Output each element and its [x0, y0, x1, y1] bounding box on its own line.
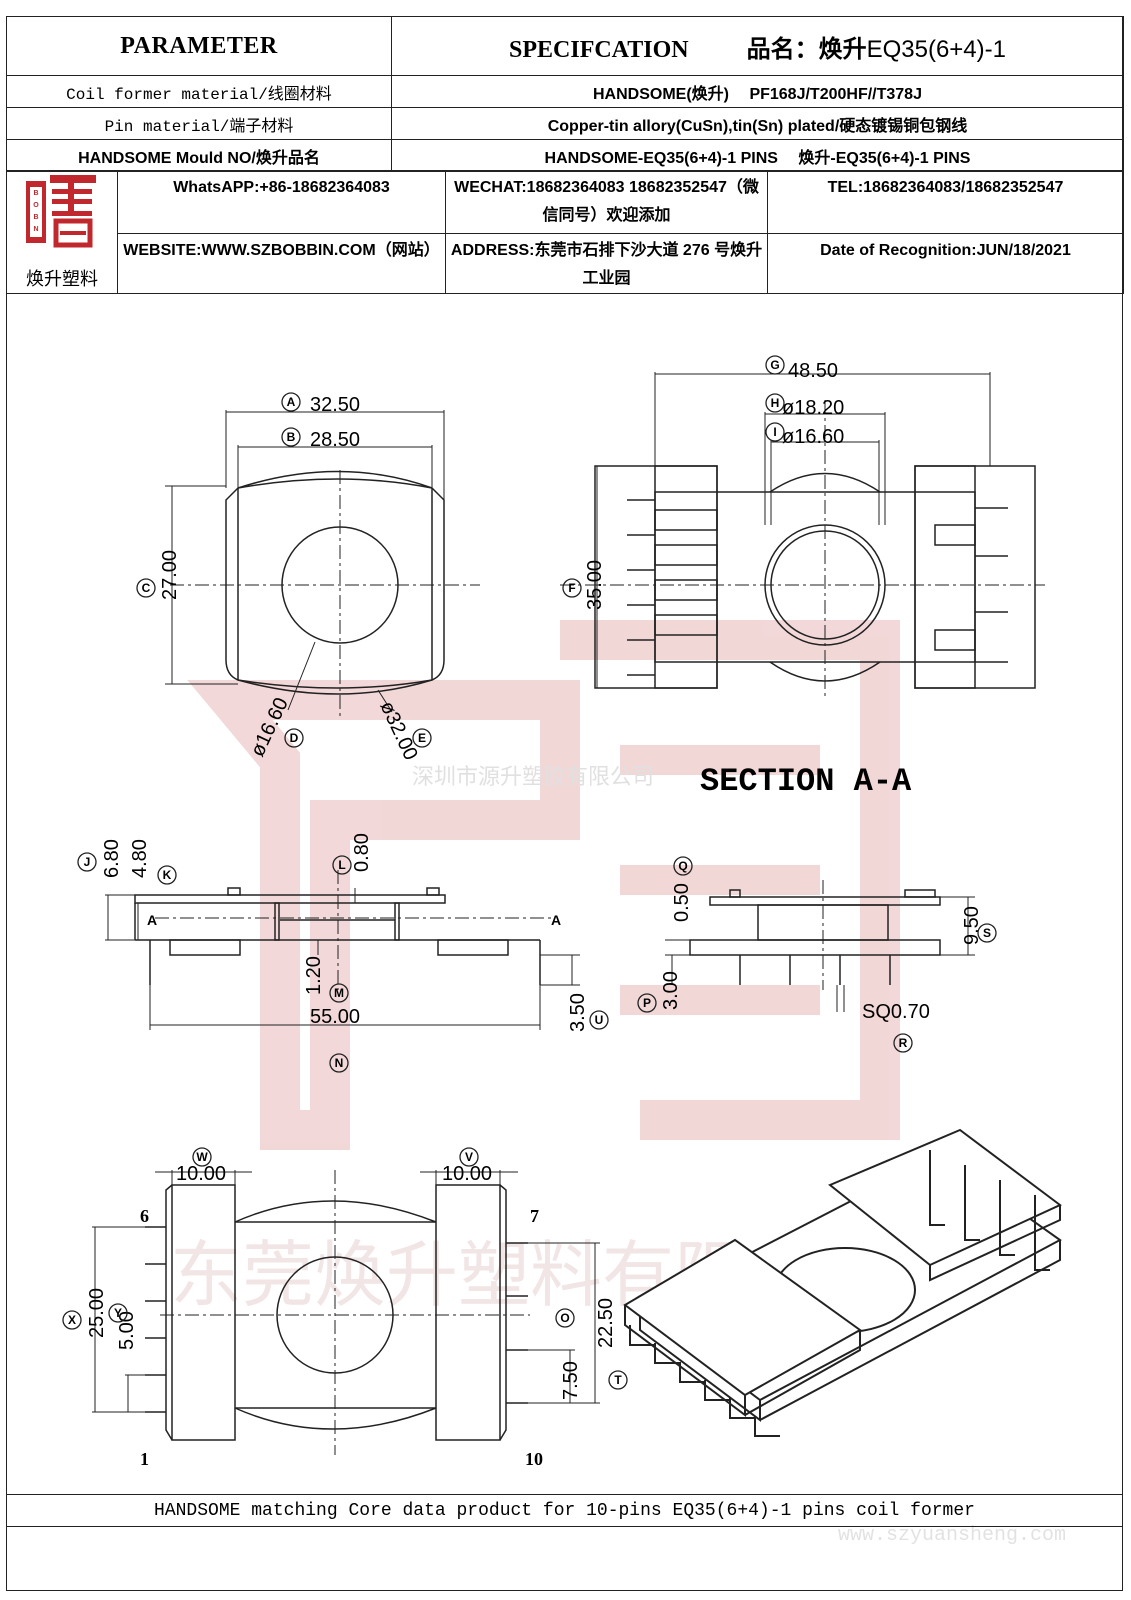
dim-u: 3.50 — [567, 993, 589, 1032]
dim-n: 55.00 — [310, 1006, 360, 1028]
logo-mark-icon: B O B N — [26, 175, 96, 248]
specification-label: SPECIFCATION — [509, 36, 689, 63]
dim-l: 0.80 — [351, 833, 373, 872]
dim-p: 3.00 — [660, 971, 682, 1010]
front-view — [105, 870, 580, 1030]
dim-a: 32.50 — [310, 394, 360, 416]
top-view — [165, 410, 480, 720]
isometric-view — [623, 1128, 1062, 1437]
product-name-label: 品名：焕升 — [746, 36, 867, 63]
whatsapp-info: WhatsAPP:+86-18682364083 — [117, 170, 446, 234]
marker-letter: K — [163, 868, 172, 882]
marker-letter: I — [773, 425, 776, 439]
dim-i: ø16.60 — [782, 426, 844, 448]
address-info: ADDRESS:东莞市石排下沙大道 276 号焕升工业园 — [445, 232, 768, 294]
pin-number-7: 7 — [530, 1206, 539, 1226]
dim-b: 28.50 — [310, 429, 360, 451]
website-info: WEBSITE:WWW.SZBOBBIN.COM（网站） — [117, 232, 446, 294]
marker-letter: B — [287, 430, 296, 444]
product-name-value: EQ35(6+4)-1 — [866, 35, 1006, 63]
marker-letter: H — [771, 396, 780, 410]
contact-table: B O B N 焕升塑料 WhatsAPP:+86-18682364083 WE… — [6, 170, 1124, 294]
dim-q: 0.50 — [671, 883, 693, 922]
wechat-info: WECHAT:18682364083 18682352547（微信同号）欢迎添加 — [445, 170, 768, 234]
marker-letter: N — [335, 1056, 344, 1070]
dim-m: 1.20 — [303, 956, 325, 995]
dim-h: ø18.20 — [782, 397, 844, 419]
logo-text: 焕升塑料 — [26, 269, 98, 289]
dim-k: 4.80 — [129, 839, 151, 878]
marker-letter: A — [287, 395, 296, 409]
dim-j: 6.80 — [101, 839, 123, 878]
pin-number-10: 10 — [525, 1449, 543, 1469]
marker-letter: F — [568, 581, 575, 595]
marker-letter: E — [418, 731, 426, 745]
svg-text:B: B — [33, 214, 38, 221]
dim-o: 22.50 — [595, 1298, 617, 1348]
mould-no-value: HANDSOME-EQ35(6+4)-1 PINS 焕升-EQ35(6+4)-1… — [391, 139, 1124, 172]
marker-letter: Q — [678, 859, 687, 873]
dim-s: 9.50 — [961, 906, 983, 945]
marker-letter: P — [643, 996, 651, 1010]
pin-number-6: 6 — [140, 1206, 149, 1226]
marker-letter: D — [290, 731, 299, 745]
marker-letter: L — [338, 858, 345, 872]
dimension-markers — [62, 355, 997, 1390]
specification-heading: SPECIFCATION 品名：焕升EQ35(6+4)-1 — [391, 16, 1124, 76]
section-marker-right: A — [551, 912, 561, 928]
dim-x: 25.00 — [86, 1288, 108, 1338]
bottom-view — [92, 1170, 600, 1455]
footer-note: HANDSOME matching Core data product for … — [6, 1494, 1123, 1527]
svg-text:N: N — [33, 226, 38, 233]
dimension-labels: 32.50 28.50 27.00 ø16.60 ø32.00 48.50 ø1… — [86, 360, 983, 1400]
pin-number-1: 1 — [140, 1449, 149, 1469]
marker-letter: G — [770, 358, 779, 372]
marker-letter: U — [595, 1013, 604, 1027]
side-section-view — [665, 880, 975, 1012]
marker-letter: W — [196, 1150, 208, 1164]
dim-r: SQ0.70 — [862, 1001, 930, 1023]
dim-w: 10.00 — [176, 1163, 226, 1185]
watermark-top: 深圳市源升塑胶有限公司 — [412, 765, 654, 790]
section-marker-left: A — [147, 912, 157, 928]
marker-letter: X — [68, 1313, 76, 1327]
date-info: Date of Recognition:JUN/18/2021 — [767, 232, 1124, 294]
section-label: SECTION A-A — [700, 763, 912, 800]
marker-letter: C — [142, 581, 151, 595]
side-view — [560, 372, 1045, 700]
marker-letter: V — [465, 1150, 473, 1164]
svg-text:B: B — [33, 190, 38, 197]
marker-letter: J — [84, 855, 91, 869]
company-logo: B O B N 焕升塑料 — [6, 170, 118, 294]
dim-f: 35.00 — [584, 560, 606, 610]
pin-material-label: Pin material/端子材料 — [6, 107, 392, 140]
watermark: 东莞焕升塑料有限公司 深圳市源升塑胶有限公司 www.szyuansheng.c… — [170, 620, 1066, 1547]
dim-g: 48.50 — [788, 360, 838, 382]
marker-letter: M — [334, 986, 344, 1000]
marker-letter: R — [899, 1036, 908, 1050]
marker-letter: S — [983, 926, 991, 940]
dim-t: 7.50 — [560, 1361, 582, 1400]
svg-text:O: O — [33, 202, 39, 209]
watermark-url: www.szyuansheng.com — [838, 1524, 1066, 1547]
tel-info: TEL:18682364083/18682352547 — [767, 170, 1124, 234]
dim-c: 27.00 — [159, 550, 181, 600]
dim-v: 10.00 — [442, 1163, 492, 1185]
marker-letter: O — [560, 1311, 569, 1325]
marker-letter: Y — [114, 1306, 122, 1320]
marker-letter: T — [614, 1373, 622, 1387]
